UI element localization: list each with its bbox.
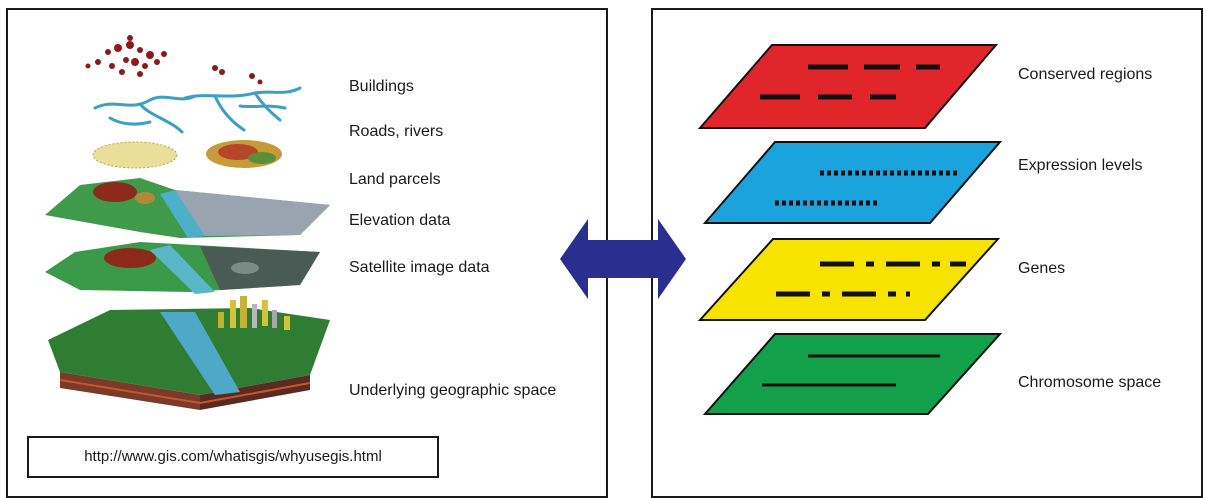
expression-levels-plane xyxy=(702,141,1003,224)
label-conserved-regions: Conserved regions xyxy=(1018,66,1153,83)
elevation-layer xyxy=(45,178,330,238)
chromosome-space-layer xyxy=(702,333,1003,415)
genes-layer xyxy=(697,238,1001,321)
genome-layers xyxy=(697,44,1003,415)
expression-levels-layer xyxy=(702,141,1003,224)
genes-plane xyxy=(697,238,1001,321)
label-genes: Genes xyxy=(1018,260,1066,277)
label-elevation-data: Elevation data xyxy=(349,212,451,229)
label-geographic-space: Underlying geographic space xyxy=(349,382,557,399)
label-land-parcels: Land parcels xyxy=(349,171,441,188)
geographic-space-block xyxy=(48,296,330,410)
buildings-layer xyxy=(85,35,263,85)
chromosome-space-plane xyxy=(702,333,1003,415)
gis-illustration xyxy=(45,35,330,410)
satellite-layer xyxy=(45,242,320,294)
double-arrow-icon xyxy=(560,219,686,299)
roads-rivers-layer xyxy=(93,86,302,134)
label-expression-levels: Expression levels xyxy=(1018,157,1143,174)
conserved-regions-plane xyxy=(697,44,999,129)
conserved-regions-layer xyxy=(697,44,999,129)
label-chromosome-space: Chromosome space xyxy=(1018,374,1162,391)
land-parcels-layer xyxy=(92,140,282,169)
label-satellite-image-data: Satellite image data xyxy=(349,259,490,276)
label-buildings: Buildings xyxy=(349,78,414,95)
label-roads-rivers: Roads, rivers xyxy=(349,123,444,140)
source-url: http://www.gis.com/whatisgis/whyusegis.h… xyxy=(27,436,439,478)
diagram-graphics xyxy=(45,35,1003,415)
